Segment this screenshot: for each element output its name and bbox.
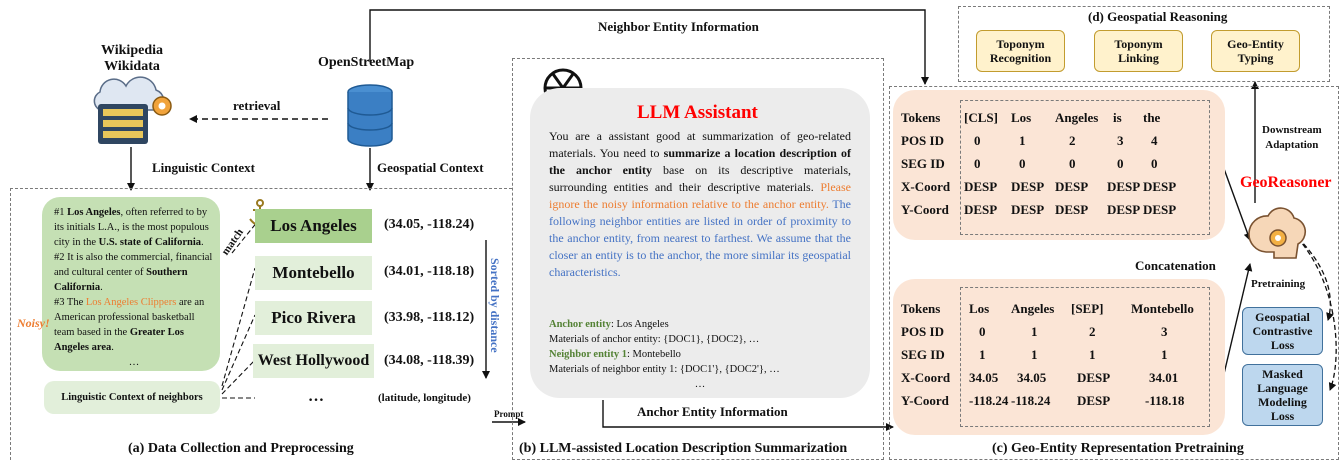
city-west-hollywood: West Hollywood (253, 344, 374, 378)
neighbor-entity-info-label: Neighbor Entity Information (598, 19, 759, 34)
llm-materials-text: Anchor entity: Los Angeles Materials of … (549, 319, 780, 390)
coord-pico-rivera: (33.98, -118.12) (384, 310, 475, 325)
geospatial-context-label: Geospatial Context (377, 160, 484, 175)
panel-d-frame (958, 6, 1330, 82)
neighbors-context-box: Linguistic Context of neighbors (44, 381, 220, 414)
osm-label: OpenStreetMap (318, 55, 415, 70)
anchor-info-arrow (602, 400, 894, 431)
llm-title: LLM Assistant (637, 102, 758, 123)
sorted-by-distance-label: Sorted by distance (488, 258, 502, 353)
panel-c-caption: (c) Geo-Entity Representation Pretrainin… (992, 441, 1244, 456)
anchor-info-label: Anchor Entity Information (637, 404, 788, 419)
wikipedia-label: Wikipedia (101, 43, 163, 58)
prompt-label: Prompt (494, 409, 524, 419)
linguistic-context-box (42, 197, 220, 371)
city-montebello: Montebello (255, 256, 372, 290)
llm-prompt-text: You are a assistant good at summarizatio… (549, 129, 851, 279)
georeasoner-label: GeoReasoner (1240, 174, 1332, 191)
database-icon (347, 84, 393, 147)
wikidata-label: Wikidata (104, 59, 160, 74)
table2-dashed-frame (960, 287, 1210, 427)
table1-dashed-frame (960, 100, 1210, 235)
linguistic-context-label: Linguistic Context (152, 160, 255, 175)
pretraining-label: Pretraining (1251, 278, 1306, 290)
coord-west-hollywood: (34.08, -118.39) (384, 353, 475, 368)
concatenation-label: Concatenation (1135, 258, 1216, 273)
llm-bubble (530, 88, 870, 398)
brain-icon (1248, 207, 1307, 259)
latlon-label: (latitude, longitude) (378, 392, 471, 404)
panel-a-frame (10, 188, 512, 460)
table2-background (893, 279, 1225, 435)
neighbor-info-arrow (369, 9, 929, 85)
city-los-angeles: Los Angeles (255, 209, 372, 243)
city-ellipsis: … (308, 388, 324, 405)
panel-a-caption: (a) Data Collection and Preprocessing (128, 441, 354, 456)
downstream-label: Downstream Adaptation (1262, 124, 1322, 151)
retrieval-label: retrieval (233, 98, 281, 113)
coord-montebello: (34.01, -118.18) (384, 264, 475, 279)
wiki-label: Wikipedia Wikidata (96, 43, 168, 75)
linguistic-context-text: #1 Los Angeles, often referred to by its… (54, 207, 213, 368)
city-pico-rivera: Pico Rivera (255, 301, 372, 335)
panel-b-frame (512, 58, 884, 460)
server-icon (93, 76, 172, 144)
noisy-label: Noisy! (17, 316, 50, 330)
panel-b-caption: (b) LLM-assisted Location Description Su… (519, 441, 848, 456)
panel-d-title: (d) Geospatial Reasoning (1088, 9, 1228, 24)
panel-c-frame (889, 86, 1339, 460)
table1-background (893, 90, 1225, 240)
coord-los-angeles: (34.05, -118.24) (384, 217, 475, 232)
